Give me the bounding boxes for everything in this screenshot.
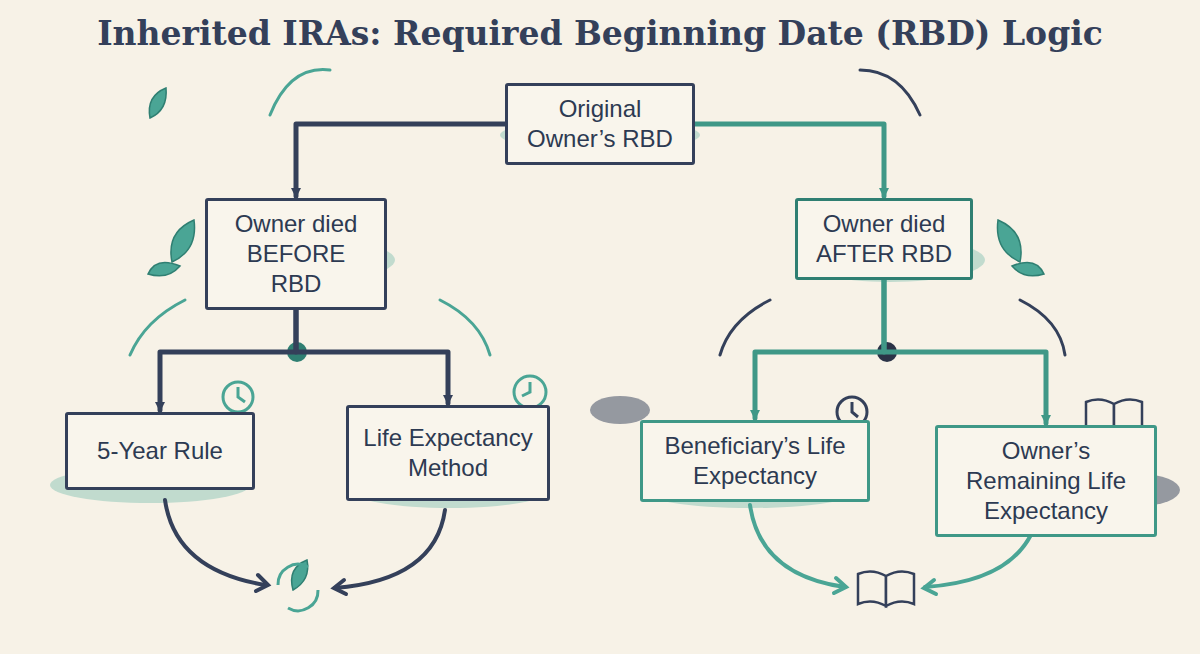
merge-arrow — [165, 500, 1040, 594]
flow-arrow — [884, 280, 1046, 423]
process-box: Owner died AFTER RBD — [795, 198, 973, 280]
box-label: Original Owner’s RBD — [520, 94, 680, 154]
process-box: Beneficiary’s Life Expectancy — [640, 420, 870, 502]
box-label: Owner died AFTER RBD — [810, 209, 958, 269]
process-box: Owner’s Remaining Life Expectancy — [935, 425, 1157, 537]
process-box: 5-Year Rule — [65, 412, 255, 490]
box-label: Beneficiary’s Life Expectancy — [655, 431, 855, 491]
box-label: Owner died BEFORE RBD — [220, 209, 372, 299]
flow-arrow — [755, 280, 884, 418]
process-box: Life Expectancy Method — [346, 405, 550, 501]
flow-arrow — [695, 124, 884, 196]
box-label: Owner’s Remaining Life Expectancy — [950, 436, 1142, 526]
diagram-title: Inherited IRAs: Required Beginning Date … — [0, 14, 1200, 53]
flow-arrow — [160, 310, 296, 410]
box-label: 5-Year Rule — [97, 436, 223, 466]
process-box: Owner died BEFORE RBD — [205, 198, 387, 310]
flow-arrow — [296, 124, 505, 196]
teal-wash — [50, 119, 985, 508]
process-box: Original Owner’s RBD — [505, 83, 695, 165]
swoosh-arrow — [130, 70, 1065, 355]
flow-arrow — [296, 310, 448, 403]
box-label: Life Expectancy Method — [361, 423, 535, 483]
cycle-icon — [278, 564, 318, 610]
